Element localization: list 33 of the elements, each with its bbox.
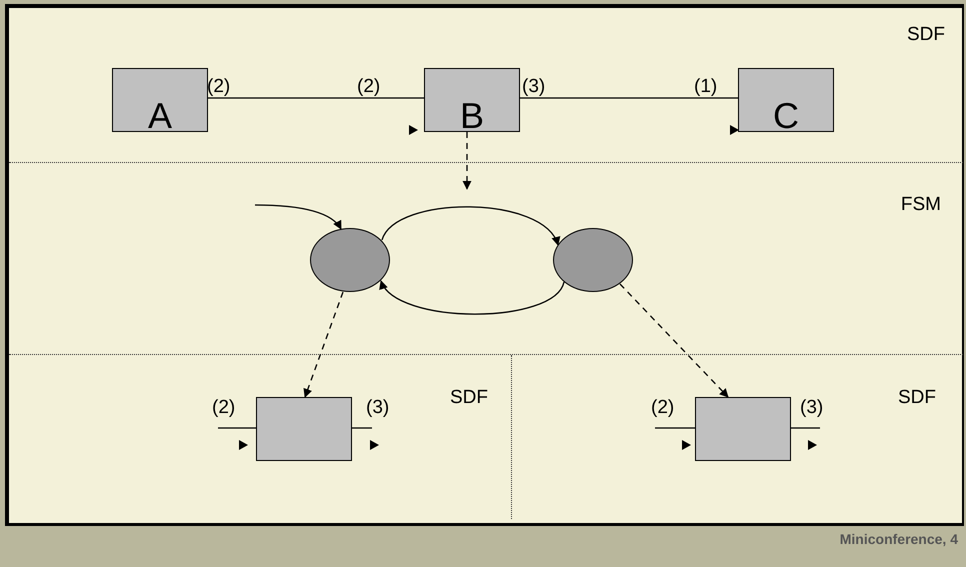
rate-label: (2) <box>212 398 236 418</box>
connector-line <box>791 427 820 429</box>
actor-box <box>738 68 834 132</box>
connector-line <box>655 427 695 429</box>
connector-line <box>520 97 738 99</box>
connector-line <box>381 206 559 246</box>
rate-label: (2) <box>207 77 230 97</box>
actor-box <box>112 68 208 132</box>
dashed-arrow <box>462 132 472 190</box>
domain-label: SDF <box>450 387 488 409</box>
rate-label: (2) <box>357 77 380 97</box>
rate-label: (3) <box>800 398 824 418</box>
connector-line <box>380 280 565 315</box>
dashed-arrow <box>620 284 729 398</box>
dashed-arrow <box>304 292 344 398</box>
actor-name: A <box>148 101 172 131</box>
domain-label: SDF <box>907 24 945 46</box>
rate-label: (1) <box>694 77 718 97</box>
actor-box <box>424 68 520 132</box>
footer-text: Miniconference, 4 <box>840 531 958 547</box>
rate-label: (3) <box>366 398 390 418</box>
rate-label: (3) <box>522 77 546 97</box>
actor-name: C <box>773 101 799 131</box>
connector-line <box>218 427 256 429</box>
rate-label: (2) <box>651 398 674 418</box>
connector-line <box>352 427 372 429</box>
domain-label: SDF <box>898 387 936 409</box>
actor-name: B <box>460 101 484 131</box>
actor-box <box>695 397 791 461</box>
connector-line <box>255 204 342 230</box>
connector-line <box>208 97 424 99</box>
domain-label: FSM <box>900 194 941 216</box>
actor-box <box>256 397 352 461</box>
